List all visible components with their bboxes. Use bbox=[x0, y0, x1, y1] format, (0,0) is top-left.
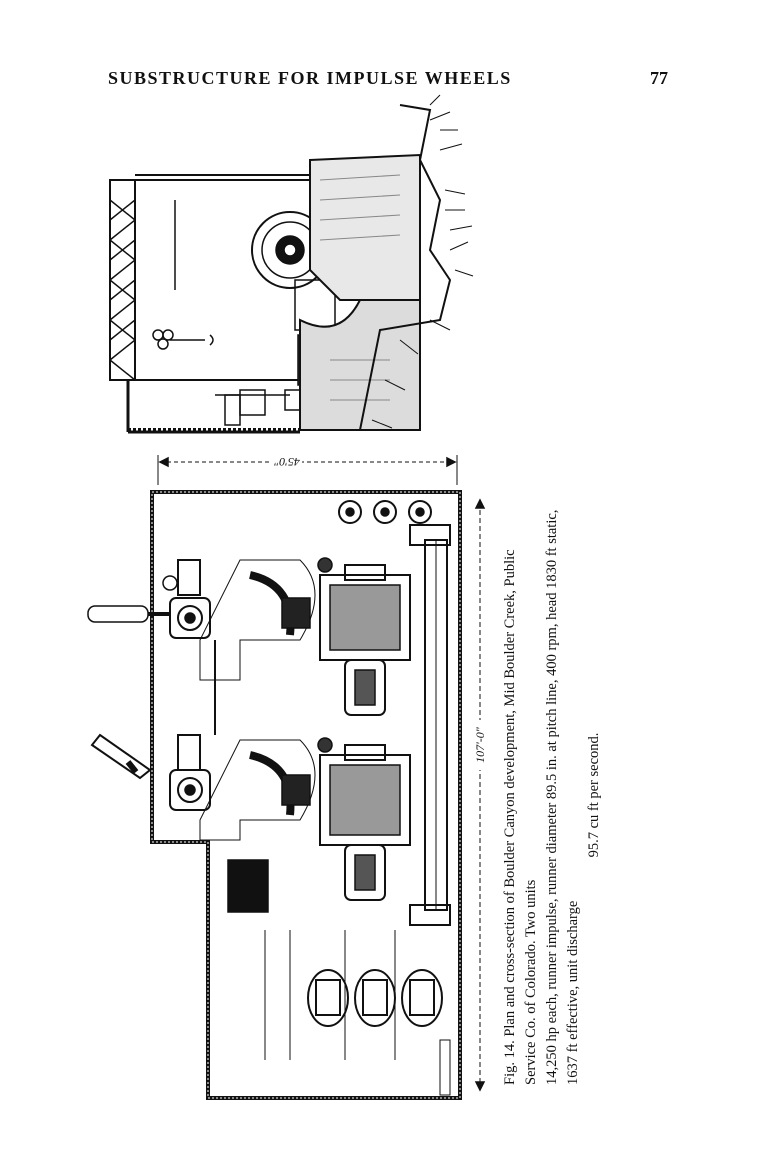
caption-line-3: 95.7 cu ft per second. bbox=[586, 732, 602, 858]
tailrace-duct bbox=[409, 524, 451, 926]
caption-line-1: Fig. 14. Plan and cross-section of Bould… bbox=[502, 549, 539, 1085]
foundation bbox=[299, 153, 421, 431]
dimension-width: 45'0" bbox=[157, 455, 458, 485]
unit-2 bbox=[90, 733, 411, 913]
page-header: SUBSTRUCTURE FOR IMPULSE WHEELS 77 bbox=[0, 68, 759, 94]
rock-terrain bbox=[359, 94, 474, 431]
page-number: 77 bbox=[650, 68, 668, 88]
crane bbox=[152, 200, 214, 350]
roof-truss bbox=[109, 179, 310, 381]
dimension-width-label: 45'0" bbox=[273, 455, 300, 469]
plan-view bbox=[87, 490, 462, 1100]
figure-caption: Fig. 14. Plan and cross-section of Bould… bbox=[500, 505, 602, 1085]
valves bbox=[338, 500, 432, 524]
unit-1 bbox=[87, 557, 411, 720]
cross-section bbox=[109, 94, 474, 434]
running-title: SUBSTRUCTURE FOR IMPULSE WHEELS bbox=[108, 68, 512, 88]
dimension-length: 107'-0" bbox=[472, 498, 488, 1092]
transformers bbox=[264, 930, 451, 1096]
dimension-length-label: 107'-0" bbox=[473, 726, 487, 763]
caption-line-2: 14,250 hp each, runner impulse, runner d… bbox=[544, 509, 581, 1085]
